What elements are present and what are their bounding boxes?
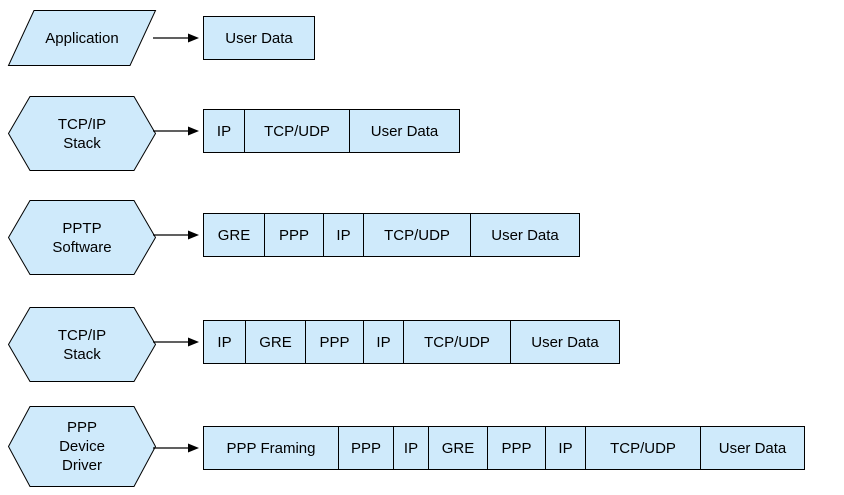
stage-shape-hexagon: TCP/IP Stack (7, 96, 157, 171)
packet-field: IP (394, 427, 429, 469)
stage-label: PPTP Software (52, 219, 112, 256)
packet-field: User Data (471, 214, 579, 256)
packet-field: PPP (265, 214, 324, 256)
packet-field: GRE (246, 321, 306, 363)
packet-field: User Data (350, 110, 459, 152)
packet-field: TCP/UDP (404, 321, 511, 363)
packet-field: TCP/UDP (245, 110, 350, 152)
packet-field: GRE (429, 427, 488, 469)
packet-field: User Data (701, 427, 804, 469)
packet-field: PPP Framing (204, 427, 339, 469)
packet-field: User Data (204, 17, 314, 59)
arrow-right-icon (153, 336, 199, 348)
stage-label: TCP/IP Stack (57, 115, 107, 152)
packet-field: PPP (488, 427, 546, 469)
packet-field: IP (364, 321, 404, 363)
arrow-right-icon (153, 229, 199, 241)
stage-shape-hexagon: PPTP Software (7, 200, 157, 275)
packet-field: IP (324, 214, 364, 256)
packet-field: PPP (306, 321, 364, 363)
packet-field: IP (546, 427, 586, 469)
stage-shape-hexagon: PPP Device Driver (7, 406, 157, 487)
stage-shape-hexagon: TCP/IP Stack (7, 307, 157, 382)
arrow-right-icon (153, 442, 199, 454)
arrow-right-icon (153, 32, 199, 44)
packet-field: GRE (204, 214, 265, 256)
stage-label: PPP Device Driver (59, 419, 105, 474)
packet-strip: User Data (203, 16, 315, 60)
packet-field: TCP/UDP (364, 214, 471, 256)
stage-label: Application (45, 29, 119, 47)
stage-label: TCP/IP Stack (57, 326, 107, 363)
stage-shape-parallelogram: Application (7, 10, 157, 66)
packet-field: IP (204, 321, 246, 363)
packet-field: PPP (339, 427, 394, 469)
packet-field: User Data (511, 321, 619, 363)
packet-field: IP (204, 110, 245, 152)
arrow-right-icon (153, 125, 199, 137)
packet-field: TCP/UDP (586, 427, 701, 469)
